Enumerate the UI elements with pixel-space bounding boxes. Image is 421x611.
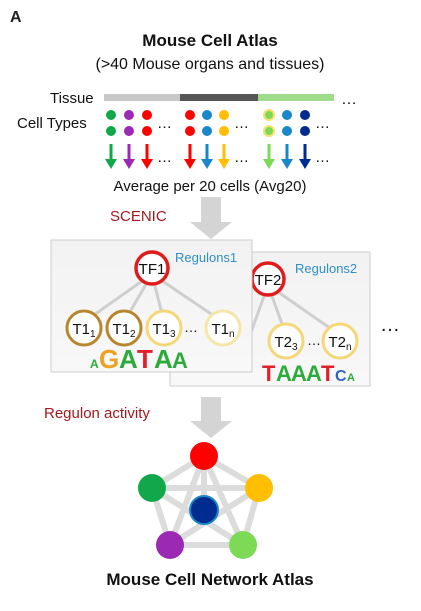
t2-n-node (321, 322, 359, 360)
cell-type-dots (106, 109, 310, 137)
tissue-segment-2 (180, 94, 258, 101)
svg-text:A: A (172, 348, 188, 373)
t2-3-node (267, 322, 305, 360)
arrows-ellipsis-1: … (157, 149, 172, 166)
regulon1-name: Regulons1 (175, 250, 237, 265)
regulon1-box: TF1 Regulons1 T11 T12 T13 … T1n A G A T … (50, 239, 253, 374)
arrows-ellipsis-3: … (315, 149, 330, 166)
network-atlas-title: Mouse Cell Network Atlas (106, 570, 313, 589)
svg-text:G: G (99, 344, 119, 374)
svg-text:A: A (90, 357, 99, 371)
network-node-green (138, 474, 166, 502)
svg-text:T: T (137, 344, 153, 374)
regulon2-motif: T A A A T C A (262, 361, 355, 386)
regulon1-ellipsis: … (184, 319, 198, 335)
tissue-label: Tissue (50, 90, 94, 107)
network-node-yellow (245, 474, 273, 502)
regulons-ellipsis: … (380, 314, 400, 336)
regulon2-name: Regulons2 (295, 261, 357, 276)
tissue-ellipsis: … (341, 91, 357, 108)
arrows-ellipsis-2: … (234, 149, 249, 166)
svg-text:A: A (119, 344, 138, 374)
network-node-lightgreen (229, 531, 257, 559)
t1-n-label: T1n (211, 321, 234, 340)
celltypes-ellipsis-2: … (234, 115, 249, 132)
network-node-purple (156, 531, 184, 559)
avg-label: Average per 20 cells (Avg20) (114, 178, 307, 195)
t2-n-label: T2n (328, 334, 351, 353)
tf1-label: TF1 (139, 261, 166, 278)
svg-text:T: T (321, 361, 335, 386)
regulon1-motif: A G A T A A (90, 344, 188, 374)
svg-text:A: A (347, 372, 355, 384)
celltypes-label: Cell Types (17, 115, 87, 132)
average-arrows (105, 144, 311, 169)
svg-text:A: A (276, 361, 292, 386)
tissue-segment-1 (104, 94, 180, 101)
tf1-node (134, 250, 170, 286)
t1-2-node (105, 309, 143, 347)
atlas-title: Mouse Cell Atlas (142, 31, 277, 50)
tissue-segment-3 (258, 94, 334, 101)
svg-text:A: A (154, 344, 173, 374)
panel-label: A (10, 9, 22, 26)
regulon-activity-label: Regulon activity (44, 405, 150, 422)
tf2-label: TF2 (255, 272, 282, 289)
celltypes-ellipsis-1: … (157, 115, 172, 132)
t1-3-node (145, 309, 183, 347)
network-graph (138, 442, 273, 559)
svg-text:A: A (306, 361, 322, 386)
network-node-navy (189, 495, 219, 525)
celltypes-ellipsis-3: … (315, 115, 330, 132)
svg-text:T: T (262, 361, 276, 386)
t2-3-label: T23 (274, 334, 298, 353)
regulon2-ellipsis: … (307, 332, 321, 348)
t1-2-label: T12 (112, 321, 136, 340)
activity-arrow (190, 397, 232, 438)
t1-n-node (204, 309, 242, 347)
svg-text:A: A (291, 361, 307, 386)
t1-1-node (65, 309, 103, 347)
scenic-label: SCENIC (110, 208, 167, 225)
atlas-subtitle: (>40 Mouse organs and tissues) (95, 56, 324, 73)
scenic-arrow (190, 197, 232, 239)
network-node-red (190, 442, 218, 470)
t1-3-label: T13 (152, 321, 176, 340)
t1-1-label: T11 (72, 321, 96, 340)
svg-text:C: C (335, 368, 347, 385)
